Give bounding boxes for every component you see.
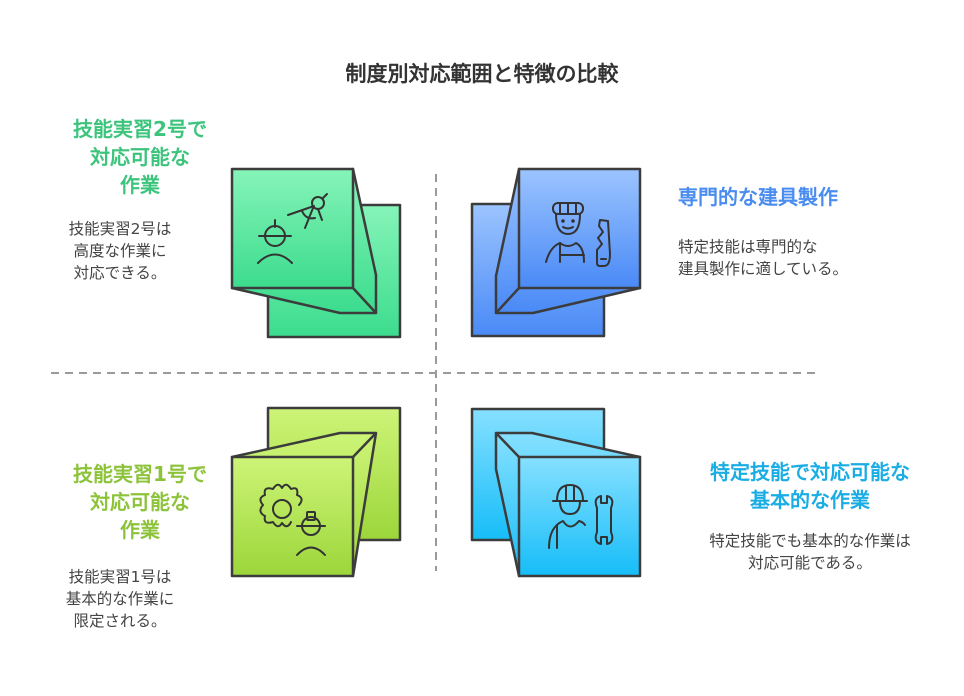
top-left-block — [230, 167, 402, 339]
top-right-heading: 専門的な建具製作 — [678, 185, 838, 209]
diagram-title: 制度別対応範囲と特徴の比較 — [345, 62, 619, 86]
gear-and-worker-icon — [259, 483, 326, 556]
bottom-left-heading: 技能実習1号で 対応可能な 作業 — [73, 462, 207, 542]
bottom-right-block — [470, 407, 642, 578]
bottom-right-heading: 特定技能で対応可能な 基本的な作業 — [710, 460, 910, 512]
top-left-heading: 技能実習2号で 対応可能な 作業 — [73, 117, 207, 197]
bottom-left-block — [230, 406, 402, 578]
top-right-description: 特定技能は専門的な 建具製作に適している。 — [678, 238, 849, 278]
carpenter-with-saw-icon — [545, 202, 611, 267]
top-left-description: 技能実習2号は 高度な作業に 対応できる。 — [68, 220, 172, 282]
bottom-left-description: 技能実習1号は 基本的な作業に 限定される。 — [65, 568, 175, 630]
worker-with-wrench-icon — [548, 484, 614, 549]
engineer-with-compass-icon — [257, 193, 328, 264]
top-right-block — [470, 167, 642, 338]
bottom-right-description: 特定技能でも基本的な作業は 対応可能である。 — [709, 532, 911, 572]
